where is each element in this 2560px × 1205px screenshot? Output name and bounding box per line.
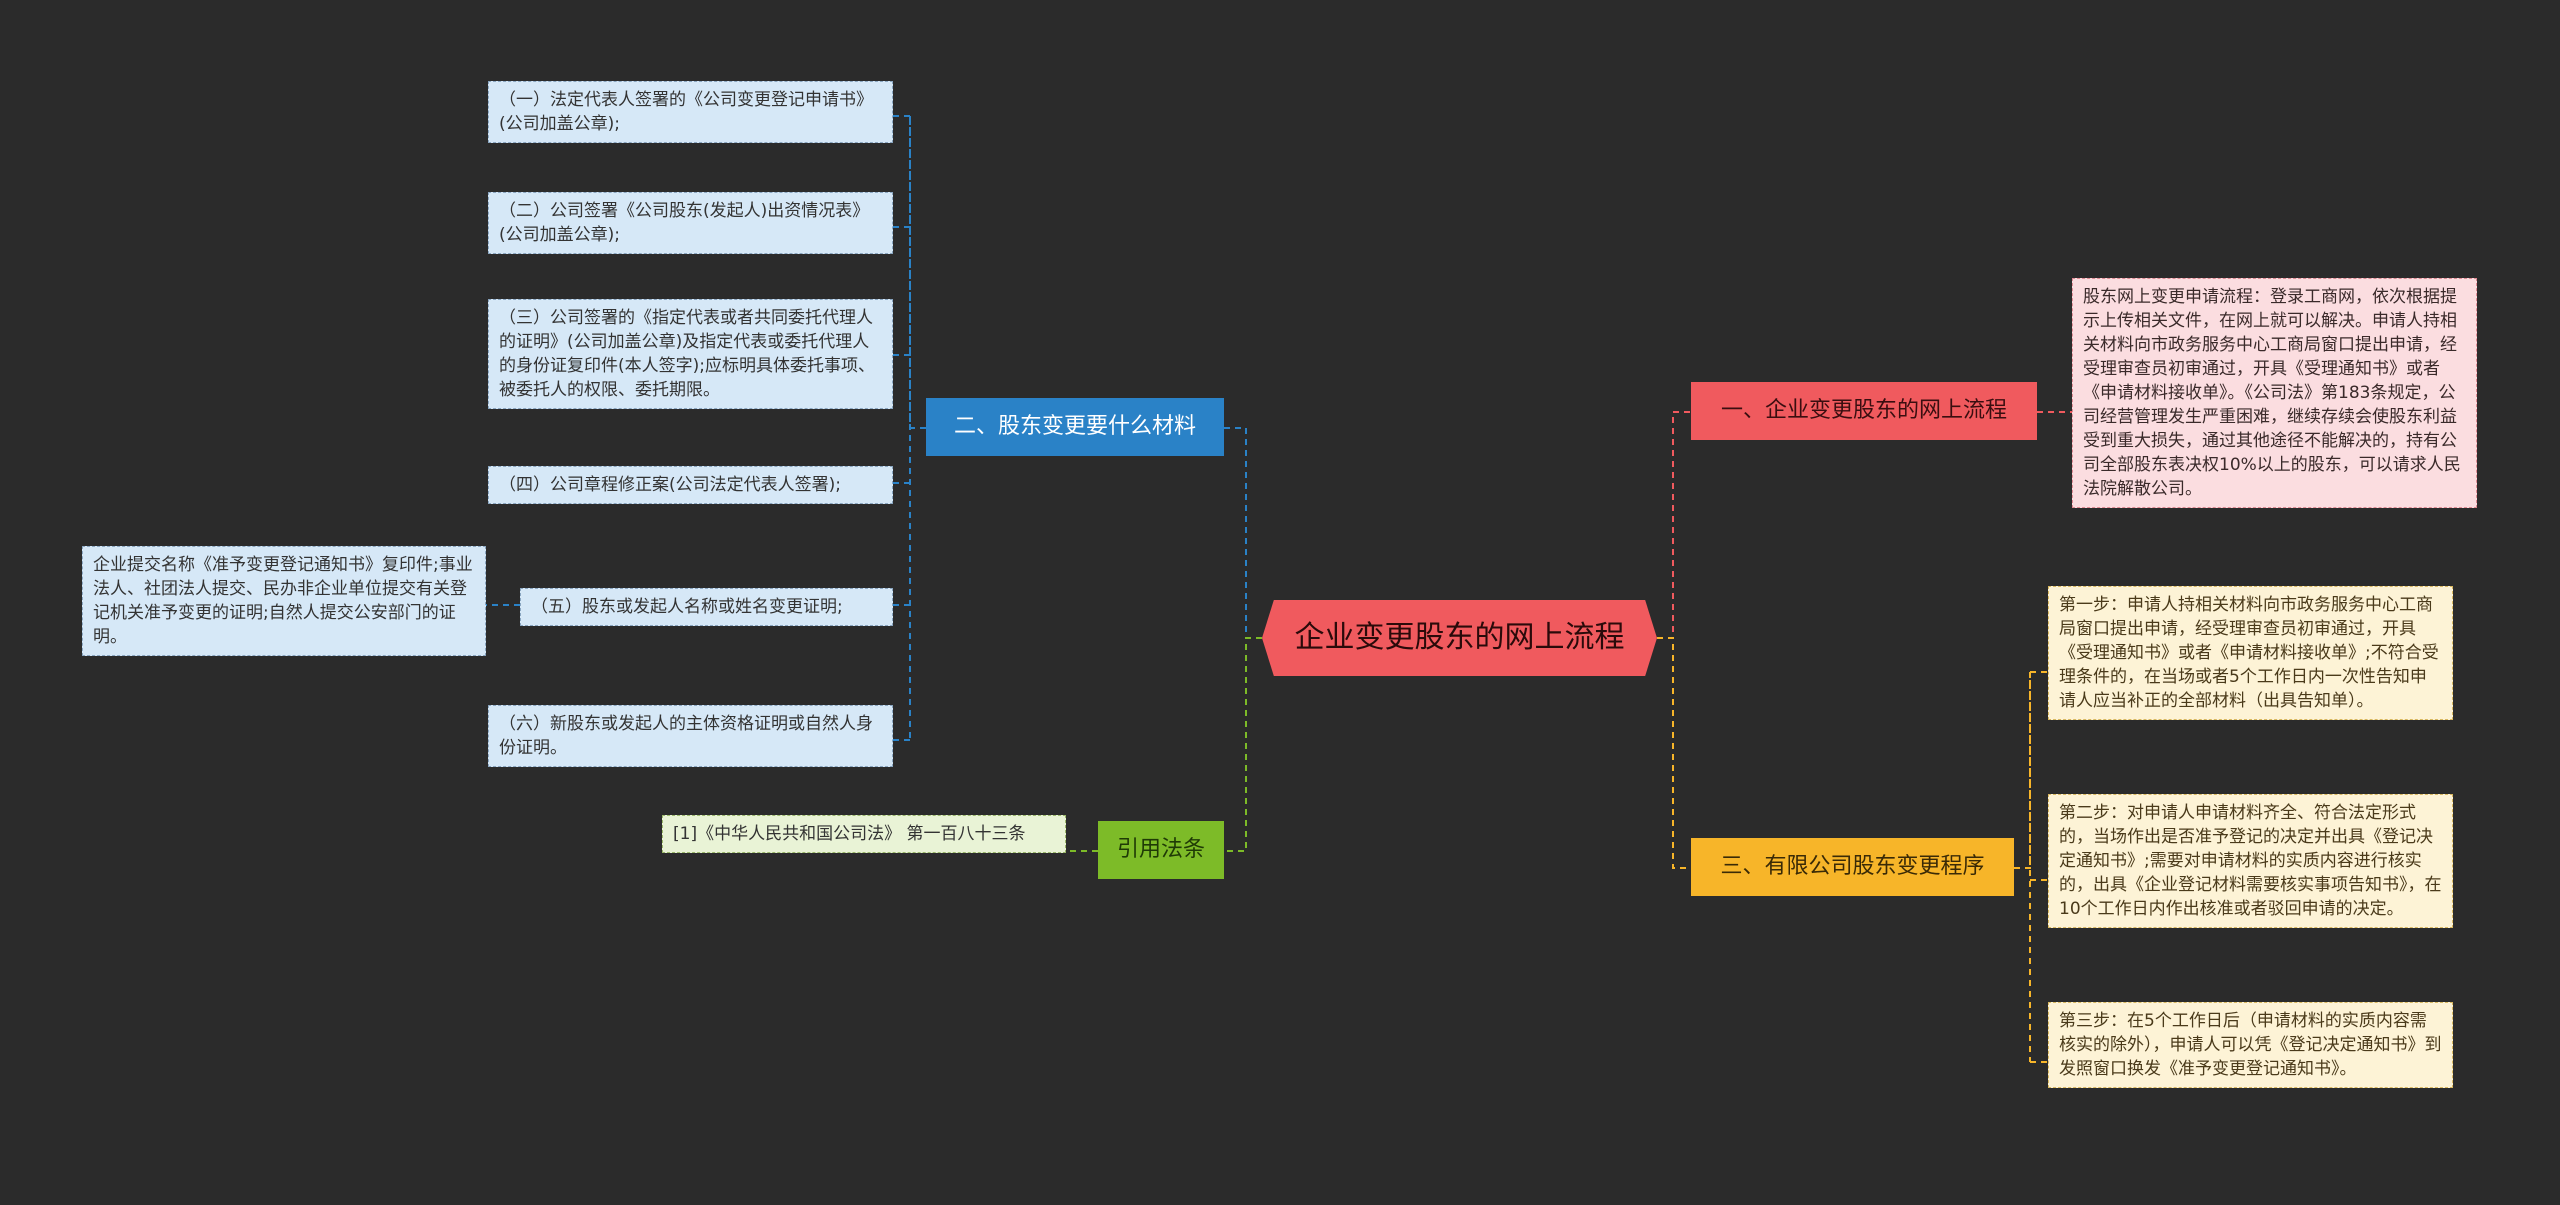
- material-item-5-note[interactable]: 企业提交名称《准予变更登记通知书》复印件;事业法人、社团法人提交、民办非企业单位…: [82, 546, 486, 656]
- procedure-step-1[interactable]: 第一步：申请人持相关材料向市政务服务中心工商局窗口提出申请，经受理审查员初审通过…: [2048, 586, 2453, 720]
- branch-materials[interactable]: 二、股东变更要什么材料: [926, 398, 1224, 456]
- branch-online[interactable]: 一、企业变更股东的网上流程: [1691, 382, 2037, 440]
- online-item-1[interactable]: 股东网上变更申请流程：登录工商网，依次根据提示上传相关文件，在网上就可以解决。申…: [2072, 278, 2477, 508]
- procedure-step-3[interactable]: 第三步：在5个工作日后（申请材料的实质内容需核实的除外），申请人可以凭《登记决定…: [2048, 1002, 2453, 1088]
- material-item-2[interactable]: （二）公司签署《公司股东(发起人)出资情况表》(公司加盖公章);: [488, 192, 893, 254]
- material-item-3[interactable]: （三）公司签署的《指定代表或者共同委托代理人的证明》(公司加盖公章)及指定代表或…: [488, 299, 893, 409]
- branch-law[interactable]: 引用法条: [1098, 821, 1224, 879]
- material-item-4[interactable]: （四）公司章程修正案(公司法定代表人签署);: [488, 466, 893, 504]
- link-center-law: [1224, 637, 1262, 852]
- link-center-procedure: [1657, 637, 1691, 869]
- link-procedure-items: [2014, 671, 2048, 1063]
- center-topic[interactable]: 企业变更股东的网上流程: [1262, 600, 1657, 676]
- material-item-6[interactable]: （六）新股东或发起人的主体资格证明或自然人身份证明。: [488, 705, 893, 767]
- link-center-materials: [1224, 427, 1262, 639]
- link-materials-items: [893, 115, 926, 741]
- material-item-5[interactable]: （五）股东或发起人名称或姓名变更证明;: [520, 588, 893, 626]
- link-center-online: [1657, 411, 1691, 639]
- material-item-1[interactable]: （一）法定代表人签署的《公司变更登记申请书》(公司加盖公章);: [488, 81, 893, 143]
- procedure-step-2[interactable]: 第二步：对申请人申请材料齐全、符合法定形式的，当场作出是否准予登记的决定并出具《…: [2048, 794, 2453, 928]
- law-item-1[interactable]: [1]《中华人民共和国公司法》 第一百八十三条: [662, 815, 1066, 853]
- branch-procedure[interactable]: 三、有限公司股东变更程序: [1691, 838, 2014, 896]
